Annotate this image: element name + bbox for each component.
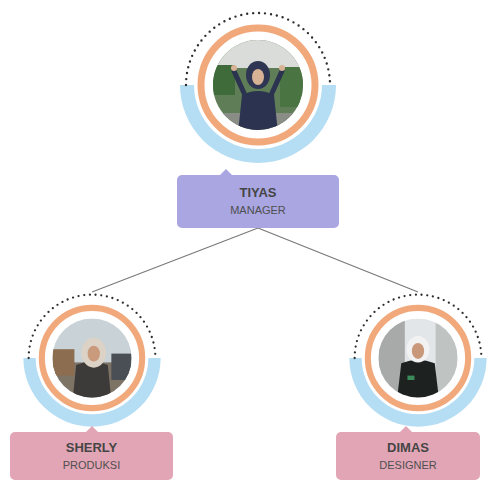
name-tag: SHERLY PRODUKSI: [10, 432, 173, 480]
avatar-ring: [349, 295, 486, 427]
org-member: TIYAS MANAGER: [177, 13, 339, 228]
connector-line: [258, 228, 418, 292]
connector-line: [92, 228, 258, 292]
member-role: MANAGER: [230, 204, 286, 217]
orange-ring: [42, 308, 142, 408]
member-name: SHERLY: [66, 441, 118, 456]
dotted-arc: [186, 13, 330, 85]
photo: [52, 318, 131, 402]
member-name: DIMAS: [387, 441, 429, 456]
orange-ring: [368, 308, 468, 408]
member-role: PRODUKSI: [63, 459, 120, 472]
name-tag: TIYAS MANAGER: [177, 175, 339, 228]
org-member: DIMAS DESIGNER: [336, 292, 480, 480]
avatar-ring: [180, 13, 336, 163]
photo: [213, 40, 303, 133]
orange-ring: [201, 28, 315, 142]
member-role: DESIGNER: [379, 459, 436, 472]
member-name: TIYAS: [239, 186, 276, 201]
name-tag: DIMAS DESIGNER: [336, 432, 480, 480]
org-member: SHERLY PRODUKSI: [10, 292, 173, 480]
avatar-ring: [23, 295, 160, 427]
photo: [378, 318, 457, 400]
